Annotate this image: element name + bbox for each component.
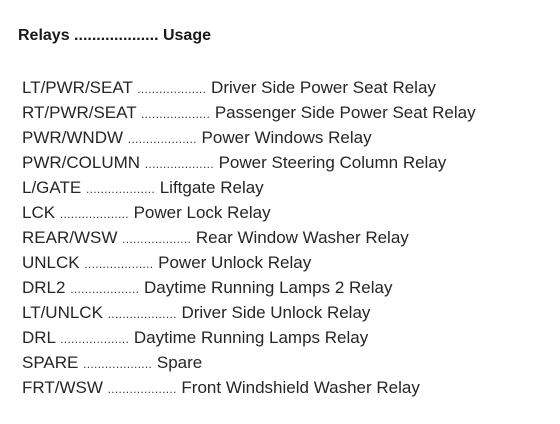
relay-code: LT/PWR/SEAT bbox=[22, 78, 133, 97]
usage-heading: Usage bbox=[162, 27, 211, 44]
relay-row: L/GATE ................... Liftgate Rela… bbox=[22, 177, 476, 202]
relay-row: SPARE ................... Spare bbox=[22, 352, 476, 377]
relay-usage: Daytime Running Lamps 2 Relay bbox=[143, 278, 393, 297]
relay-usage: Power Unlock Relay bbox=[158, 253, 312, 272]
relay-list: LT/PWR/SEAT ................... Driver S… bbox=[22, 77, 476, 402]
leader-dots: ................... bbox=[107, 307, 177, 321]
leader-dots: ................... bbox=[144, 157, 214, 171]
relay-usage: Daytime Running Lamps Relay bbox=[133, 328, 369, 347]
header-leader-dots: ................... bbox=[74, 27, 159, 44]
relay-usage: Power Lock Relay bbox=[133, 203, 271, 222]
relay-row: DRL2 ................... Daytime Running… bbox=[22, 277, 476, 302]
relay-usage: Rear Window Washer Relay bbox=[195, 228, 409, 247]
relay-row: LT/PWR/SEAT ................... Driver S… bbox=[22, 77, 476, 102]
relay-code: DRL2 bbox=[22, 278, 66, 297]
relay-usage: Liftgate Relay bbox=[159, 178, 264, 197]
relay-code: LT/UNLCK bbox=[22, 303, 103, 322]
relay-code: DRL bbox=[22, 328, 56, 347]
relay-row: PWR/WNDW ................... Power Windo… bbox=[22, 127, 476, 152]
leader-dots: ................... bbox=[60, 332, 130, 346]
relay-row: RT/PWR/SEAT ................... Passenge… bbox=[22, 102, 476, 127]
leader-dots: ................... bbox=[137, 82, 207, 96]
relay-row: DRL ................... Daytime Running … bbox=[22, 327, 476, 352]
relay-row: REAR/WSW ................... Rear Window… bbox=[22, 227, 476, 252]
leader-dots: ................... bbox=[59, 207, 129, 221]
relay-row: UNLCK ................... Power Unlock R… bbox=[22, 252, 476, 277]
relay-code: LCK bbox=[22, 203, 56, 222]
relay-row: LT/UNLCK ................... Driver Side… bbox=[22, 302, 476, 327]
relay-usage: Power Windows Relay bbox=[201, 128, 372, 147]
relay-usage: Passenger Side Power Seat Relay bbox=[214, 103, 476, 122]
relay-code: SPARE bbox=[22, 353, 79, 372]
leader-dots: ................... bbox=[107, 382, 177, 396]
relay-code: REAR/WSW bbox=[22, 228, 118, 247]
leader-dots: ................... bbox=[83, 357, 153, 371]
relay-usage: Driver Side Power Seat Relay bbox=[211, 78, 436, 97]
relay-row: LCK ................... Power Lock Relay bbox=[22, 202, 476, 227]
relay-usage: Power Steering Column Relay bbox=[218, 153, 447, 172]
relay-code: RT/PWR/SEAT bbox=[22, 103, 137, 122]
relay-table-header: Relays ................... Usage bbox=[18, 27, 211, 45]
relay-usage: Spare bbox=[156, 353, 203, 372]
relay-row: FRT/WSW ................... Front Windsh… bbox=[22, 377, 476, 402]
leader-dots: ................... bbox=[127, 132, 197, 146]
relay-code: L/GATE bbox=[22, 178, 82, 197]
relay-row: PWR/COLUMN ................... Power Ste… bbox=[22, 152, 476, 177]
relays-heading: Relays bbox=[18, 27, 70, 44]
leader-dots: ................... bbox=[141, 107, 211, 121]
leader-dots: ................... bbox=[84, 257, 154, 271]
leader-dots: ................... bbox=[85, 182, 155, 196]
leader-dots: ................... bbox=[70, 282, 140, 296]
relay-code: FRT/WSW bbox=[22, 378, 103, 397]
leader-dots: ................... bbox=[122, 232, 192, 246]
relay-usage: Front Windshield Washer Relay bbox=[181, 378, 420, 397]
relay-code: PWR/WNDW bbox=[22, 128, 124, 147]
relay-code: UNLCK bbox=[22, 253, 80, 272]
relay-usage: Driver Side Unlock Relay bbox=[181, 303, 371, 322]
relay-code: PWR/COLUMN bbox=[22, 153, 141, 172]
